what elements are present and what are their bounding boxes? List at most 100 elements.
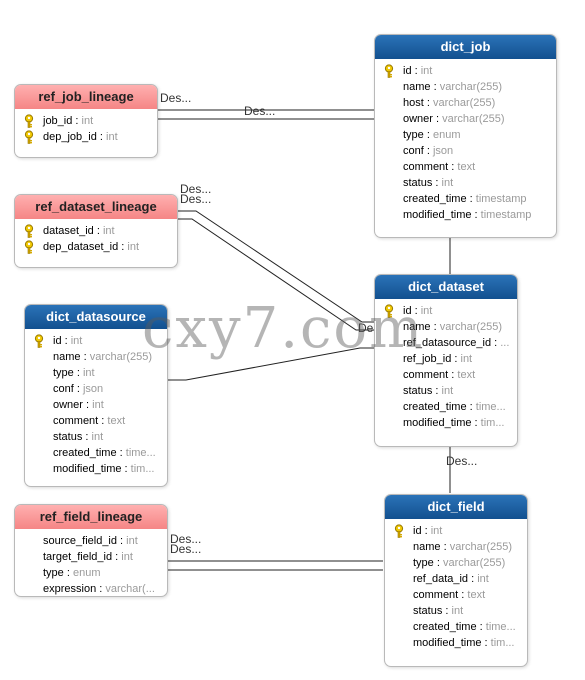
field-row[interactable]: modified_time : tim...: [25, 461, 167, 477]
field-type: enum: [72, 567, 101, 579]
field-row[interactable]: status : int: [25, 429, 167, 445]
table-header[interactable]: ref_job_lineage: [15, 85, 157, 109]
field-row[interactable]: name : varchar(255): [385, 539, 527, 555]
field-separator: :: [121, 463, 131, 475]
field-name: created_time: [413, 621, 477, 633]
field-name: modified_time: [413, 637, 482, 649]
table-header[interactable]: ref_dataset_lineage: [15, 195, 177, 219]
field-row[interactable]: source_field_id : int: [15, 533, 167, 549]
field-name: expression: [43, 583, 97, 595]
field-row[interactable]: created_time : timestamp: [375, 191, 556, 207]
field-row[interactable]: conf : json: [25, 381, 167, 397]
field-row[interactable]: modified_time : tim...: [375, 415, 517, 431]
field-row[interactable]: type : int: [25, 365, 167, 381]
field-row[interactable]: expression : varchar(...: [15, 581, 167, 596]
field-row[interactable]: dep_job_id : int: [15, 129, 157, 145]
field-row[interactable]: comment : text: [25, 413, 167, 429]
field-separator: :: [117, 535, 127, 547]
table-header[interactable]: dict_field: [385, 495, 527, 519]
field-separator: :: [63, 567, 73, 579]
field-row[interactable]: id : int: [385, 523, 527, 539]
field-separator: :: [96, 131, 107, 143]
table-header[interactable]: ref_field_lineage: [15, 505, 167, 529]
field-row[interactable]: status : int: [375, 383, 517, 399]
field-row[interactable]: name : varchar(255): [375, 79, 556, 95]
field-row[interactable]: modified_time : timestamp: [375, 207, 556, 223]
field-row[interactable]: created_time : time...: [375, 399, 517, 415]
field-row[interactable]: dep_dataset_id : int: [15, 239, 177, 255]
field-type: int: [91, 431, 104, 443]
field-separator: :: [430, 81, 440, 93]
table-header[interactable]: dict_datasource: [25, 305, 167, 329]
field-row[interactable]: id : int: [25, 333, 167, 349]
field-row[interactable]: comment : text: [375, 159, 556, 175]
field-row[interactable]: type : varchar(255): [385, 555, 527, 571]
field-separator: :: [432, 113, 443, 125]
field-row[interactable]: type : enum: [15, 565, 167, 581]
field-separator: :: [458, 589, 468, 601]
field-name: name: [403, 321, 431, 333]
field-type: time...: [475, 401, 506, 413]
field-name: modified_time: [403, 417, 472, 429]
field-row[interactable]: ref_job_id : int: [375, 351, 517, 367]
field-type: varchar(255): [439, 81, 503, 93]
field-separator: :: [411, 305, 421, 317]
field-row[interactable]: dataset_id : int: [15, 223, 177, 239]
field-name: dataset_id: [43, 225, 94, 237]
field-row[interactable]: name : varchar(255): [25, 349, 167, 365]
field-row[interactable]: target_field_id : int: [15, 549, 167, 565]
field-separator: :: [448, 161, 458, 173]
field-row[interactable]: ref_datasource_id : ...: [375, 335, 517, 351]
field-row[interactable]: owner : int: [25, 397, 167, 413]
field-name: status: [53, 431, 83, 443]
field-separator: :: [476, 621, 486, 633]
table-header[interactable]: dict_dataset: [375, 275, 517, 299]
field-row[interactable]: comment : text: [385, 587, 527, 603]
field-name: id: [403, 305, 412, 317]
field-row[interactable]: created_time : time...: [385, 619, 527, 635]
field-name: owner: [403, 113, 433, 125]
field-name: conf: [403, 145, 424, 157]
field-separator: :: [471, 209, 481, 221]
field-row[interactable]: job_id : int: [15, 113, 157, 129]
field-row[interactable]: status : int: [385, 603, 527, 619]
field-type: varchar(255): [439, 321, 503, 333]
table-header[interactable]: dict_job: [375, 35, 556, 59]
field-row[interactable]: type : enum: [375, 127, 556, 143]
field-row[interactable]: conf : json: [375, 143, 556, 159]
field-row[interactable]: id : int: [375, 63, 556, 79]
field-row[interactable]: host : varchar(255): [375, 95, 556, 111]
field-row[interactable]: name : varchar(255): [375, 319, 517, 335]
field-type: varchar(255): [449, 541, 513, 553]
field-row[interactable]: comment : text: [375, 367, 517, 383]
field-separator: :: [442, 605, 452, 617]
field-name: id: [53, 335, 62, 347]
field-type: varchar(255): [89, 351, 153, 363]
field-row[interactable]: ref_data_id : int: [385, 571, 527, 587]
field-row[interactable]: created_time : time...: [25, 445, 167, 461]
field-name: status: [403, 385, 433, 397]
field-row[interactable]: owner : varchar(255): [375, 111, 556, 127]
field-row[interactable]: modified_time : tim...: [385, 635, 527, 651]
field-name: comment: [413, 589, 459, 601]
field-name: ref_datasource_id: [403, 337, 492, 349]
field-row[interactable]: id : int: [375, 303, 517, 319]
field-type: int: [82, 367, 95, 379]
primary-key-icon: [23, 224, 35, 238]
field-separator: :: [423, 97, 433, 109]
field-name: name: [413, 541, 441, 553]
field-type: varchar(...: [105, 583, 155, 595]
primary-key-icon: [33, 334, 45, 348]
field-separator: :: [466, 401, 476, 413]
field-row[interactable]: status : int: [375, 175, 556, 191]
field-separator: :: [468, 573, 478, 585]
field-name: id: [413, 525, 422, 537]
